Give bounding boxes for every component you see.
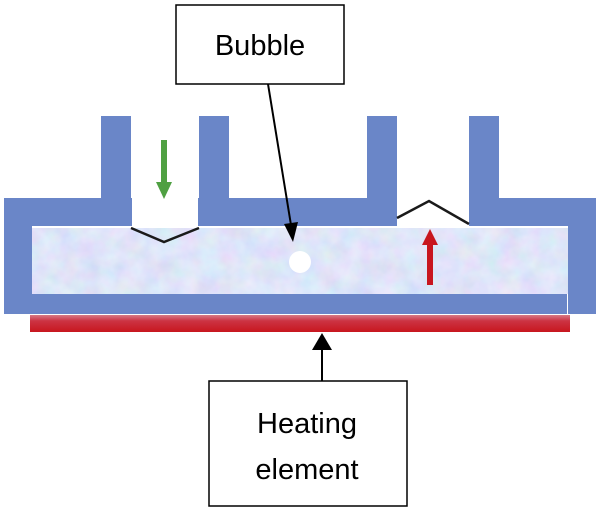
outlet-wall-left (367, 116, 397, 226)
heating-label-line1: Heating (257, 408, 357, 440)
bubble-callout: Bubble (175, 4, 345, 242)
heating-label-line2: element (255, 454, 358, 486)
bubble-pointer-line (267, 83, 292, 226)
inlet-wall-right (199, 116, 229, 226)
arrow-up-icon (422, 229, 438, 285)
inlet-meniscus (130, 226, 200, 244)
heating-label-box (208, 380, 408, 507)
outlet-meniscus (396, 199, 470, 226)
heating-pointer-head (312, 333, 332, 350)
top-wall-middle (198, 198, 393, 226)
arrow-down-icon (156, 140, 172, 199)
bubble-pointer-head (284, 222, 298, 242)
heating-element (30, 315, 570, 332)
heating-callout: Heating element (208, 333, 408, 507)
inlet-wall-left (101, 116, 131, 226)
outlet-wall-right (469, 116, 499, 226)
bubble-label-box (175, 4, 345, 85)
bubble-label: Bubble (215, 30, 305, 62)
bubble (289, 251, 311, 273)
chamber-walls (4, 116, 596, 314)
bottom-wall (4, 294, 567, 314)
